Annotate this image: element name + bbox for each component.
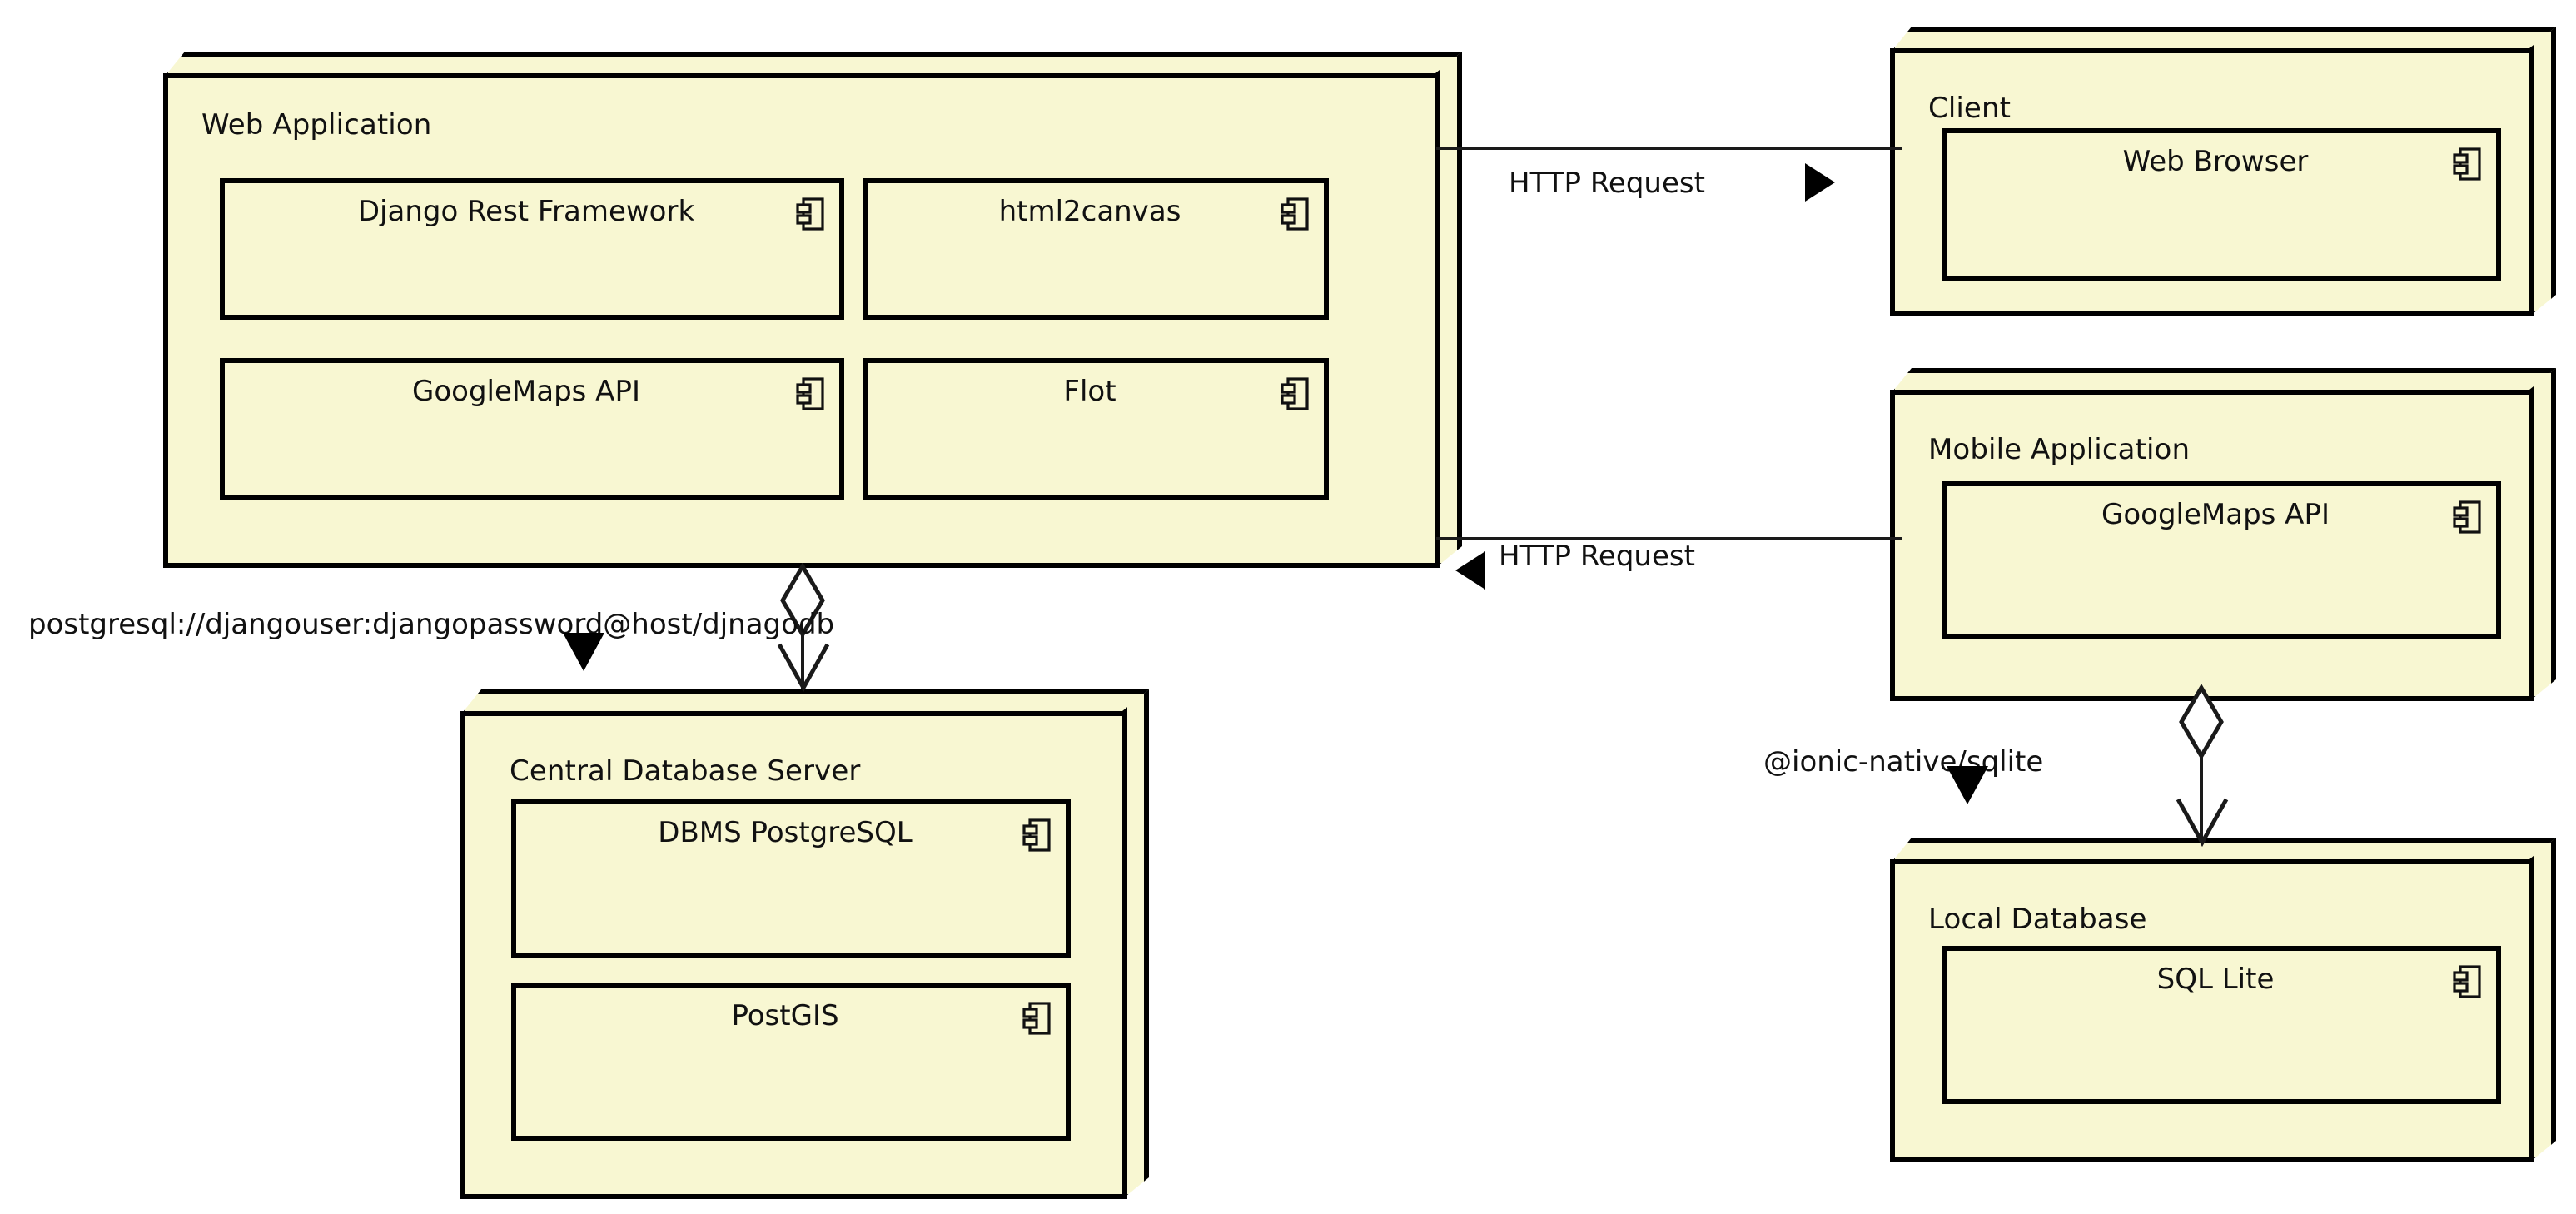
component-django-rest-framework[interactable]: Django Rest Framework bbox=[220, 178, 844, 320]
connector-web-to-db-label-marker bbox=[563, 633, 604, 671]
component-icon bbox=[2453, 965, 2481, 998]
component-flot[interactable]: Flot bbox=[863, 358, 1329, 500]
component-icon bbox=[1281, 197, 1309, 231]
node-central-database-server[interactable]: Central Database Server DBMS PostgreSQL … bbox=[460, 689, 1149, 1199]
component-icon bbox=[1281, 377, 1309, 410]
node-mobile-application-title: Mobile Application bbox=[1928, 433, 2191, 466]
connector-web-to-client-arrowhead bbox=[1805, 163, 1835, 202]
node-local-database-title: Local Database bbox=[1928, 903, 2147, 936]
component-dbms-postgresql-label: DBMS PostgreSQL bbox=[658, 816, 913, 849]
component-icon bbox=[1022, 818, 1051, 852]
component-web-browser-label: Web Browser bbox=[2122, 145, 2309, 178]
component-postgis-label: PostGIS bbox=[731, 999, 839, 1032]
connector-mobile-to-web-label: HTTP Request bbox=[1499, 540, 1695, 573]
connector-mobile-to-localdb-label: @ionic-native/sqlite bbox=[1763, 745, 2044, 779]
component-googlemaps-api-mobile[interactable]: GoogleMaps API bbox=[1942, 481, 2501, 639]
connector-web-to-db-open-arrowhead bbox=[777, 643, 830, 693]
connector-mobile-to-localdb-open-arrowhead bbox=[2176, 798, 2229, 848]
connector-mobile-to-web-arrowhead bbox=[1455, 551, 1485, 590]
node-client-title: Client bbox=[1928, 92, 2012, 125]
component-web-browser[interactable]: Web Browser bbox=[1942, 128, 2501, 281]
connector-web-to-db-hollow-diamond bbox=[780, 563, 825, 638]
component-icon bbox=[1022, 1002, 1051, 1035]
component-icon bbox=[796, 197, 824, 231]
component-html2canvas-label: html2canvas bbox=[998, 195, 1181, 228]
component-icon bbox=[2453, 147, 2481, 181]
component-icon bbox=[796, 377, 824, 410]
connector-mobile-to-localdb-hollow-diamond bbox=[2179, 684, 2224, 759]
component-googlemaps-api-web-label: GoogleMaps API bbox=[412, 375, 640, 408]
connector-web-to-client-label: HTTP Request bbox=[1509, 167, 1705, 200]
node-client[interactable]: Client Web Browser bbox=[1890, 27, 2556, 316]
component-sql-lite-label: SQL Lite bbox=[2156, 963, 2275, 996]
connector-web-to-client-line bbox=[1436, 147, 1902, 150]
component-googlemaps-api-mobile-label: GoogleMaps API bbox=[2101, 498, 2330, 531]
component-icon bbox=[2453, 500, 2481, 534]
component-sql-lite[interactable]: SQL Lite bbox=[1942, 946, 2501, 1104]
node-web-application-title: Web Application bbox=[201, 108, 432, 142]
component-googlemaps-api-web[interactable]: GoogleMaps API bbox=[220, 358, 844, 500]
connector-mobile-to-localdb-line bbox=[2200, 704, 2203, 843]
component-flot-label: Flot bbox=[1063, 375, 1116, 408]
node-local-database[interactable]: Local Database SQL Lite bbox=[1890, 838, 2556, 1162]
connector-mobile-to-web-line bbox=[1436, 537, 1902, 540]
component-dbms-postgresql[interactable]: DBMS PostgreSQL bbox=[511, 799, 1071, 958]
node-web-application[interactable]: Web Application Django Rest Framework ht… bbox=[163, 52, 1462, 568]
connector-web-to-db-label: postgresql://djangouser:djangopassword@h… bbox=[28, 608, 835, 641]
node-mobile-application[interactable]: Mobile Application GoogleMaps API bbox=[1890, 368, 2556, 701]
component-html2canvas[interactable]: html2canvas bbox=[863, 178, 1329, 320]
component-django-rest-framework-label: Django Rest Framework bbox=[357, 195, 695, 228]
node-central-database-server-title: Central Database Server bbox=[510, 754, 861, 788]
component-postgis[interactable]: PostGIS bbox=[511, 983, 1071, 1141]
connector-mobile-to-localdb-label-marker bbox=[1947, 766, 1988, 804]
